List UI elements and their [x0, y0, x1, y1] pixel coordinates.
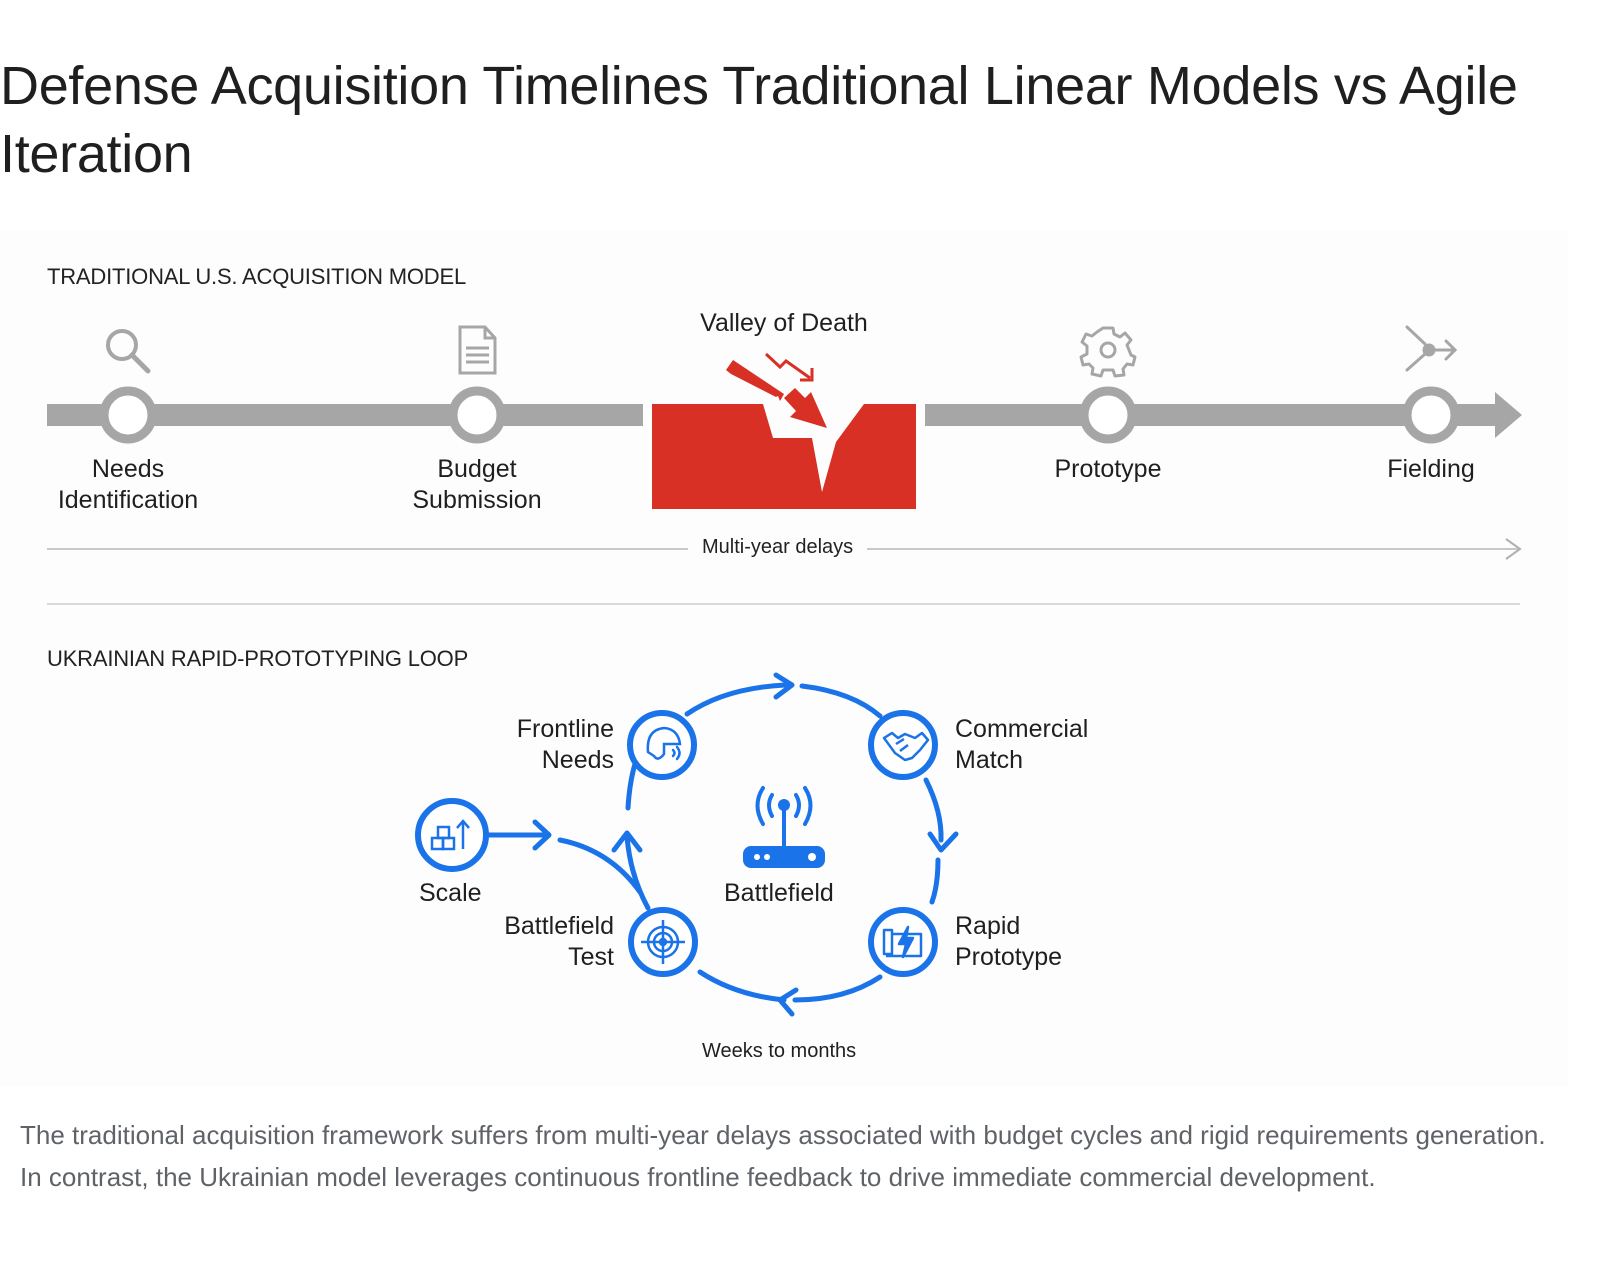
- duration-arrowhead: [1505, 538, 1522, 560]
- loop-label-frontline: Frontline Needs: [516, 715, 614, 774]
- search-icon: [106, 329, 151, 374]
- blueprint-lightning-icon: [882, 925, 923, 959]
- stage-label-prototype: Prototype: [1054, 455, 1162, 483]
- deploy-arrow-icon: [1405, 325, 1458, 372]
- loop-label-test: Battlefield Test: [504, 912, 614, 971]
- stage-label-needs: Needs Identification: [57, 455, 199, 514]
- loop-label-scale: Scale: [419, 879, 482, 907]
- loop-ring: [485, 682, 944, 1003]
- loop-arrowheads: [532, 672, 959, 1017]
- diagram-graphics: [47, 325, 1522, 1017]
- target-icon: [641, 920, 685, 964]
- handshake-icon: [882, 731, 930, 762]
- document-icon: [458, 325, 497, 375]
- loop-label-rapid: Rapid Prototype: [955, 912, 1063, 971]
- page-title: Defense Acquisition Timelines Traditiona…: [0, 56, 1518, 184]
- valley-of-death-label: Valley of Death: [700, 309, 868, 337]
- ukrainian-section-label: UKRAINIAN RAPID-PROTOTYPING LOOP: [47, 646, 469, 671]
- loop-center-label: Battlefield: [724, 879, 834, 907]
- boxes-growth-icon: [430, 819, 470, 851]
- valley-of-death-block: [652, 404, 916, 509]
- stage-label-fielding: Fielding: [1387, 455, 1475, 483]
- falling-arrows-icon: [726, 352, 827, 428]
- stage-label-budget: Budget Submission: [412, 455, 542, 514]
- timeline-arrowhead: [1495, 392, 1522, 438]
- figure-caption: The traditional acquisition framework su…: [20, 1120, 1546, 1192]
- gear-icon: [1079, 326, 1137, 378]
- loop-node-frontline: [627, 710, 697, 780]
- stage-node-prototype: [1079, 386, 1137, 444]
- stage-node-needs: [99, 386, 157, 444]
- duration-label-traditional: Multi-year delays: [688, 536, 868, 559]
- radio-antenna-icon: [743, 786, 825, 868]
- traditional-section-label: TRADITIONAL U.S. ACQUISITION MODEL: [47, 264, 466, 289]
- acquisition-diagram: TRADITIONAL U.S. ACQUISITION MODEL: [0, 230, 1568, 1086]
- loop-node-commercial: [868, 710, 938, 780]
- loop-label-commercial: Commercial Match: [955, 715, 1089, 774]
- timeline-bar-right: [925, 404, 1500, 426]
- duration-label-ukrainian: Weeks to months: [702, 1040, 857, 1062]
- stage-node-budget: [448, 386, 506, 444]
- helmet-radio-icon: [646, 726, 682, 761]
- stage-node-fielding: [1402, 386, 1460, 444]
- loop-node-scale: [415, 798, 489, 872]
